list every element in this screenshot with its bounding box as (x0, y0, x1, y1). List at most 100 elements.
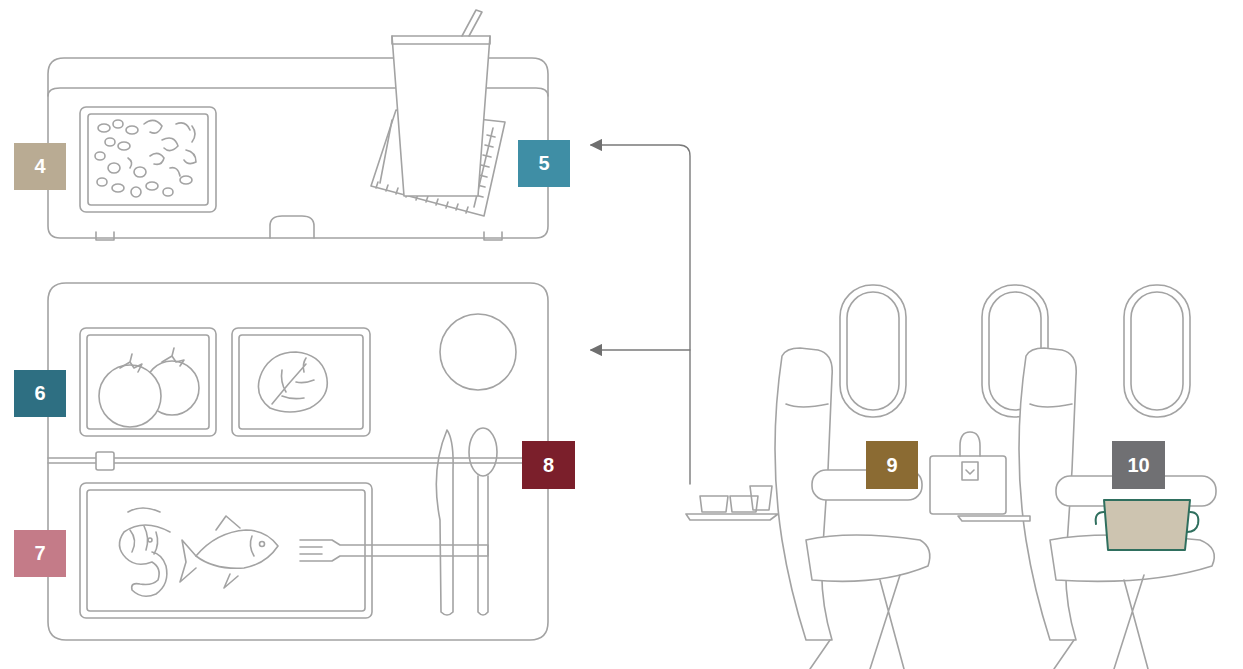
nut-dish (105, 138, 115, 146)
cabin-windows (1124, 285, 1190, 417)
salad-dishes (80, 328, 370, 436)
passenger-seat (786, 404, 828, 407)
callout-badge: 6 (14, 370, 66, 417)
seatback-table (966, 470, 974, 474)
main-dish (250, 536, 254, 556)
seatback-table (958, 516, 1030, 521)
cabin-windows (840, 285, 1190, 417)
seatback-table (962, 462, 978, 480)
nut-dish (163, 188, 173, 196)
nut-dish (97, 178, 107, 186)
passenger-seat (810, 575, 904, 669)
nut-dish (88, 114, 208, 205)
nut-dish (80, 107, 216, 212)
snack-tray (96, 232, 114, 240)
main-dish (216, 516, 240, 530)
passenger-seat (1030, 404, 1072, 407)
meal-tray (48, 458, 548, 463)
meal-tray (48, 283, 548, 640)
nut-dish (113, 120, 123, 128)
main-dish (196, 530, 278, 568)
cabin-windows (1131, 292, 1183, 410)
main-dish (148, 538, 152, 542)
nut-dish (131, 187, 141, 197)
main-dish (87, 490, 365, 611)
salad-dishes (239, 335, 363, 429)
small-tray (686, 514, 778, 520)
nut-dish (184, 150, 196, 164)
main-dish (130, 526, 158, 554)
passenger-seat (806, 535, 930, 581)
nut-dish (112, 184, 124, 192)
small-tray (750, 486, 772, 510)
salad-dishes (120, 354, 142, 372)
salad-dishes (162, 348, 184, 366)
callout-badge: 8 (522, 441, 575, 489)
meal-tray (48, 283, 548, 640)
passenger-seat (1054, 575, 1148, 669)
passenger-seat (775, 348, 1216, 669)
main-dish (224, 574, 238, 588)
callout-number: 4 (34, 155, 45, 178)
cutlery (300, 547, 322, 554)
nut-dish (162, 138, 178, 151)
snack-tray (484, 232, 502, 240)
armrest-cup (1096, 512, 1104, 524)
callout-number: 5 (538, 152, 549, 175)
nut-dish (150, 153, 164, 164)
snack-tray (270, 216, 314, 238)
drink-cup (392, 36, 490, 44)
nut-dish (192, 126, 195, 142)
serving-arrows (591, 349, 690, 350)
callout-number: 9 (886, 454, 897, 477)
main-dish (80, 483, 372, 618)
serving-arrows (591, 145, 690, 484)
drink-cup (462, 10, 482, 36)
callout-badge: 10 (1112, 441, 1165, 489)
serving-arrows (591, 145, 690, 484)
armrest-cup (1104, 500, 1190, 550)
main-dish (128, 508, 160, 512)
nut-dish (126, 126, 138, 134)
armrest-cup (1096, 500, 1199, 550)
nut-dish (180, 176, 192, 184)
cutlery (469, 428, 497, 476)
cabin-windows (847, 292, 899, 410)
seatback-table (930, 432, 1030, 521)
main-dish (80, 483, 372, 618)
salad-dishes (80, 328, 216, 436)
salad-dishes (99, 365, 161, 427)
seatback-table (930, 456, 1006, 514)
salad-dishes (272, 358, 314, 404)
nut-dish (176, 123, 190, 130)
callout-badge: 4 (14, 143, 66, 190)
meal-tray (440, 314, 516, 390)
callout-number: 10 (1127, 454, 1149, 477)
nut-dish (80, 107, 216, 212)
nut-dish (118, 142, 130, 150)
main-dish (119, 525, 170, 596)
armrest-cup (1187, 512, 1198, 532)
drink-cup (380, 120, 392, 183)
cutlery (478, 476, 488, 615)
seatback-table (960, 432, 980, 456)
callout-number: 6 (34, 382, 45, 405)
cutlery (436, 430, 453, 615)
nut-dish (108, 163, 120, 173)
salad-dishes (258, 352, 327, 412)
nut-dish (98, 124, 110, 132)
small-tray (700, 496, 728, 512)
salad-dishes (232, 328, 370, 436)
nut-dish (170, 168, 180, 176)
nut-dish (95, 152, 105, 160)
nut-dish (128, 158, 132, 168)
callout-number: 7 (34, 542, 45, 565)
meal-tray (96, 452, 114, 470)
nut-dish (146, 182, 158, 190)
callout-badge: 9 (866, 441, 918, 489)
drink-cup (371, 10, 505, 216)
cutlery (300, 428, 497, 615)
cabin-windows (840, 285, 906, 417)
